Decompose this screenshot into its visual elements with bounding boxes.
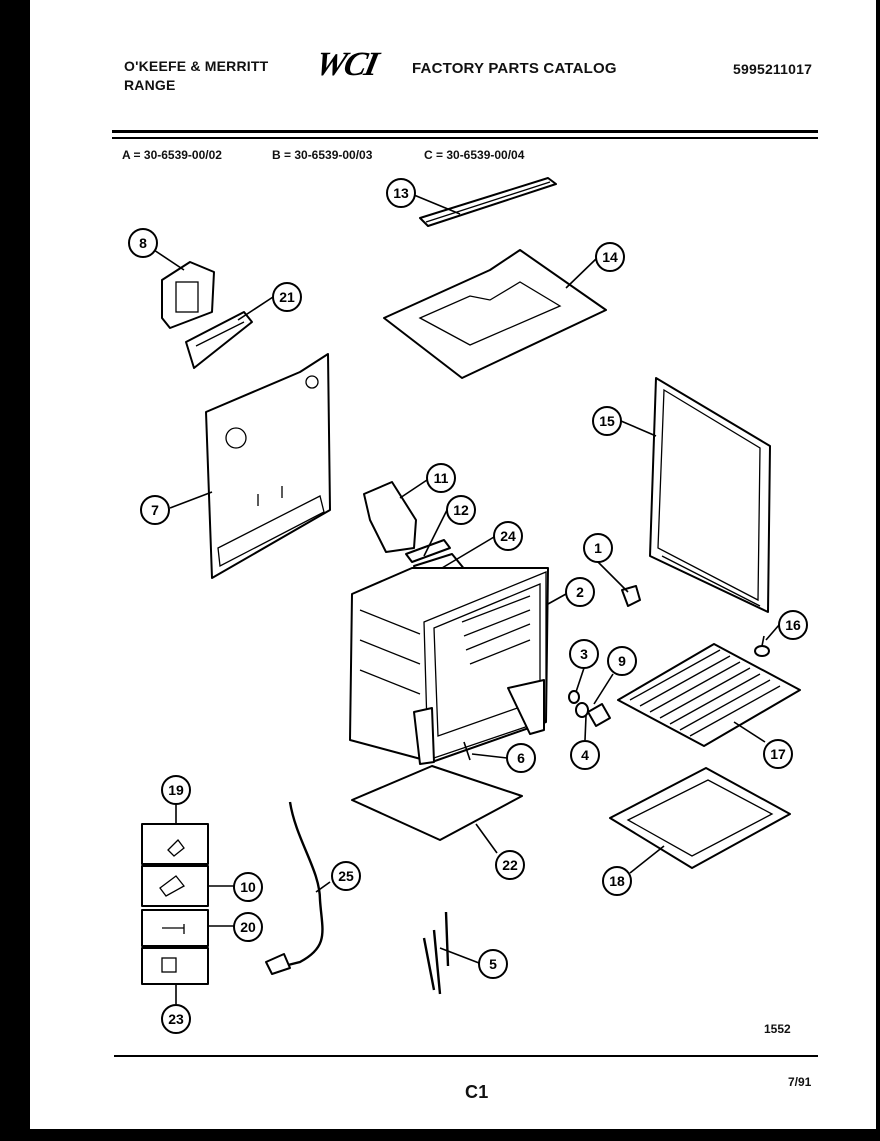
part-box-20 — [141, 909, 209, 947]
part-top-panel — [383, 249, 607, 379]
svg-text:1: 1 — [594, 540, 602, 556]
part-spring — [422, 911, 450, 995]
part-power-cord — [265, 801, 324, 975]
callout-22: 22 — [495, 850, 525, 880]
callout-9: 9 — [607, 646, 637, 676]
callout-23: 23 — [161, 1004, 191, 1034]
callout-24: 24 — [493, 521, 523, 551]
callout-8: 8 — [128, 228, 158, 258]
callout-13: 13 — [386, 178, 416, 208]
part-door-frame — [649, 377, 771, 613]
model-c: C = 30-6539-00/04 — [424, 148, 525, 162]
part-bottom-panel — [351, 765, 523, 841]
svg-text:25: 25 — [338, 868, 354, 884]
callout-15: 15 — [592, 406, 622, 436]
svg-text:2: 2 — [576, 584, 584, 600]
callout-21: 21 — [272, 282, 302, 312]
part-oven-rack — [617, 643, 801, 747]
page-code: C1 — [465, 1082, 489, 1102]
callout-11: 11 — [426, 463, 456, 493]
callout-14: 14 — [595, 242, 625, 272]
svg-text:16: 16 — [785, 617, 801, 633]
part-switch-bracket — [161, 261, 215, 329]
callout-12: 12 — [446, 495, 476, 525]
part-oven-vent — [363, 481, 451, 563]
catalog-date: 7/91 — [788, 1075, 812, 1089]
callout-17: 17 — [763, 739, 793, 769]
part-box-23 — [141, 947, 209, 985]
part-back-panel — [205, 353, 331, 579]
part-panel-insert — [185, 311, 253, 369]
part-box-10 — [141, 865, 209, 907]
callout-2: 2 — [565, 577, 595, 607]
catalog-title: FACTORY PARTS CATALOG — [412, 60, 617, 77]
svg-text:5: 5 — [489, 956, 497, 972]
header-rule-bottom — [112, 137, 818, 139]
svg-text:13: 13 — [393, 185, 409, 201]
footer-rule — [114, 1055, 818, 1057]
svg-text:19: 19 — [168, 782, 184, 798]
svg-text:20: 20 — [240, 919, 256, 935]
drawing-number: 1552 — [764, 1022, 791, 1036]
brand-name: O'KEEFE & MERRITT — [124, 58, 269, 74]
svg-text:11: 11 — [434, 470, 449, 486]
svg-text:10: 10 — [240, 879, 256, 895]
callout-6: 6 — [506, 743, 536, 773]
callout-16: 16 — [778, 610, 808, 640]
leader-lines — [153, 194, 780, 1004]
svg-text:7: 7 — [151, 502, 159, 518]
svg-text:15: 15 — [599, 413, 615, 429]
svg-text:12: 12 — [453, 502, 469, 518]
product-type: RANGE — [124, 77, 176, 93]
callout-25: 25 — [331, 861, 361, 891]
svg-text:22: 22 — [502, 857, 518, 873]
callout-18: 18 — [602, 866, 632, 896]
svg-text:8: 8 — [139, 235, 147, 251]
part-box-19 — [141, 823, 209, 865]
svg-text:17: 17 — [770, 746, 786, 762]
callout-1: 1 — [583, 533, 613, 563]
part-oven-body — [349, 567, 549, 765]
callout-7: 7 — [140, 495, 170, 525]
callout-5: 5 — [478, 949, 508, 979]
catalog-number: 5995211017 — [733, 61, 813, 77]
header-rule-top — [112, 130, 818, 133]
svg-text:21: 21 — [279, 289, 295, 305]
svg-text:14: 14 — [602, 249, 618, 265]
model-a: A = 30-6539-00/02 — [122, 148, 222, 162]
svg-text:9: 9 — [618, 653, 626, 669]
part-leveling-leg — [754, 635, 770, 657]
svg-text:4: 4 — [581, 747, 589, 763]
svg-text:24: 24 — [500, 528, 516, 544]
part-clip — [463, 741, 471, 761]
callout-20: 20 — [233, 912, 263, 942]
part-hardware-set — [568, 690, 611, 727]
part-broiler-pan — [609, 767, 791, 869]
callout-3: 3 — [569, 639, 599, 669]
callout-10: 10 — [233, 872, 263, 902]
part-top-trim-strip — [419, 177, 557, 227]
svg-text:3: 3 — [580, 646, 588, 662]
svg-text:23: 23 — [168, 1011, 184, 1027]
callout-4: 4 — [570, 740, 600, 770]
model-b: B = 30-6539-00/03 — [272, 148, 373, 162]
callout-19: 19 — [161, 775, 191, 805]
svg-text:6: 6 — [517, 750, 525, 766]
svg-text:18: 18 — [609, 873, 625, 889]
